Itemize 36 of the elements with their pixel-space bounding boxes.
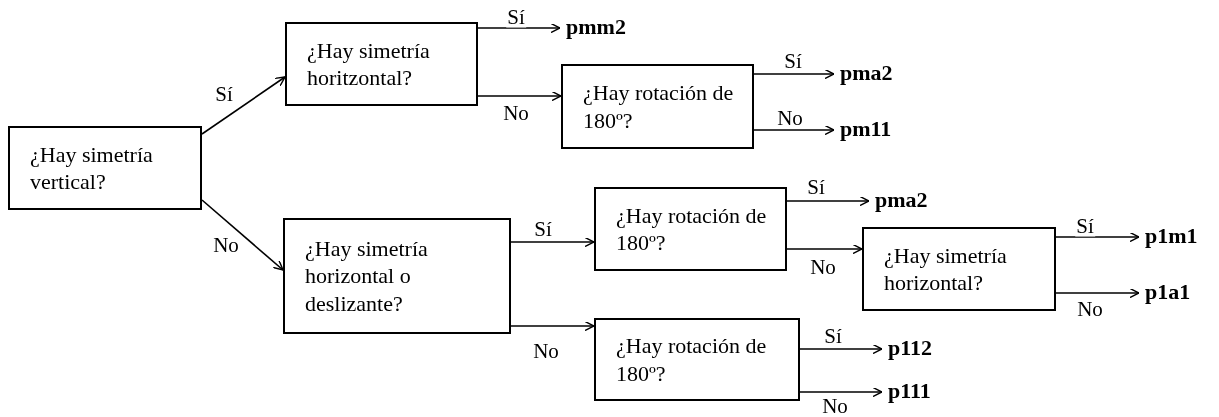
result-label: pma2 bbox=[875, 188, 928, 211]
arrow bbox=[510, 320, 595, 332]
question-text: ¿Hay rotación de 180º? bbox=[616, 201, 768, 257]
arrow bbox=[753, 68, 835, 80]
question-text: ¿Hay rotación de 180º? bbox=[583, 79, 735, 134]
decision-box bbox=[8, 126, 202, 210]
arrow bbox=[477, 22, 561, 34]
decision-box bbox=[561, 64, 754, 149]
arrow bbox=[1055, 287, 1140, 299]
question-text: ¿Hay simetría horitzontal? bbox=[307, 36, 431, 92]
result-label: p1m1 bbox=[1145, 224, 1198, 247]
decision-box bbox=[283, 218, 511, 334]
question-text: ¿Hay simetría vertical? bbox=[30, 140, 154, 196]
arrow bbox=[510, 236, 595, 248]
result-label: pma2 bbox=[840, 61, 893, 84]
arrow bbox=[799, 386, 883, 398]
arrow bbox=[786, 243, 863, 255]
result-label: p112 bbox=[888, 336, 933, 359]
question-text: ¿Hay simetría horizontal? bbox=[884, 241, 1008, 297]
decision-box bbox=[285, 22, 478, 106]
result-label: p111 bbox=[888, 379, 931, 402]
arrow bbox=[1055, 231, 1140, 243]
question-text: ¿Hay simetría horizontal o deslizante? bbox=[305, 234, 429, 318]
decision-box bbox=[594, 187, 787, 271]
result-label: pm11 bbox=[840, 117, 892, 140]
arrow bbox=[786, 195, 870, 207]
arrow bbox=[753, 124, 835, 136]
decision-box bbox=[594, 318, 800, 401]
arrow bbox=[799, 343, 883, 355]
arrow bbox=[201, 76, 286, 135]
result-label: p1a1 bbox=[1145, 280, 1191, 303]
question-text: ¿Hay rotación de 180º? bbox=[616, 332, 768, 387]
arrow bbox=[201, 199, 284, 271]
decision-box bbox=[862, 227, 1056, 311]
result-label: pmm2 bbox=[566, 15, 626, 38]
arrow bbox=[477, 90, 562, 102]
